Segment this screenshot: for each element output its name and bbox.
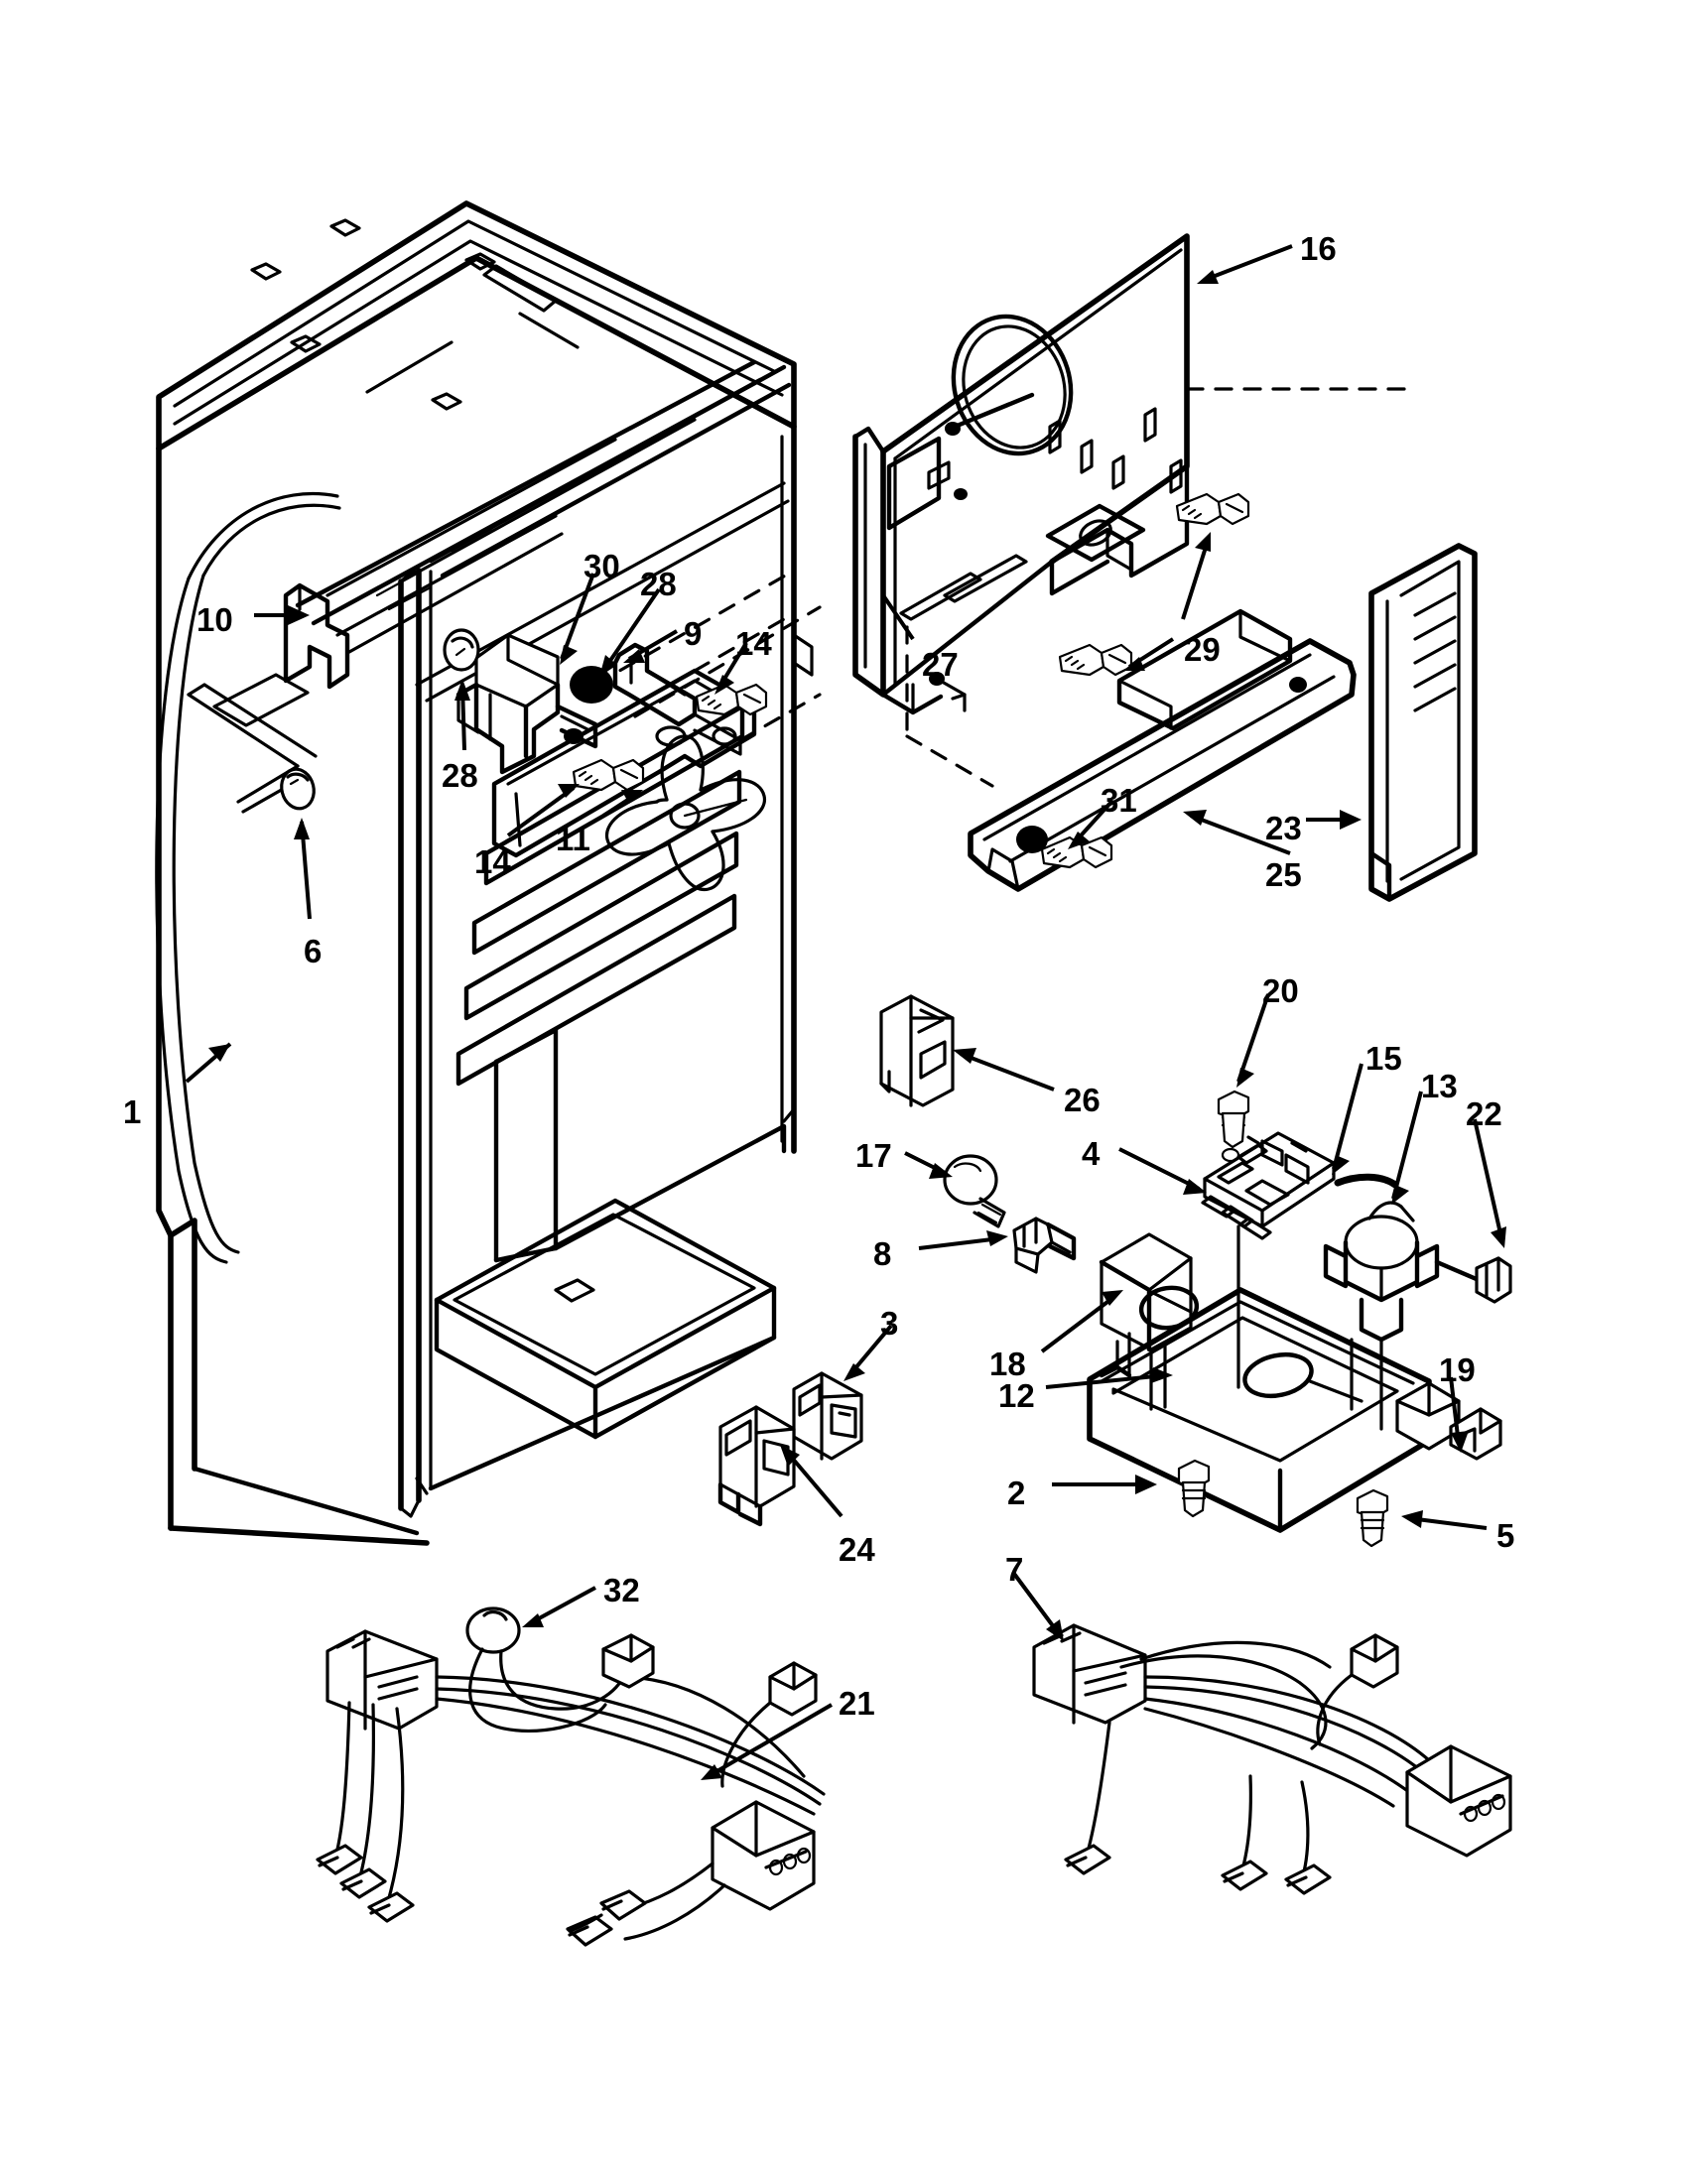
callout-1: 1 — [123, 1093, 142, 1130]
spade-terminals-center — [566, 1862, 726, 1947]
screw-control-board-20 — [1217, 1090, 1250, 1149]
thermostat-assembly — [1323, 1173, 1512, 1343]
light-socket-bracket-8 — [1012, 1217, 1077, 1274]
callout-20: 20 — [1262, 972, 1299, 1009]
callout-32: 32 — [603, 1572, 640, 1608]
callout-29: 29 — [1184, 631, 1221, 668]
callout-12: 12 — [998, 1377, 1035, 1414]
fan-blade — [604, 734, 766, 892]
callout-16: 16 — [1300, 230, 1337, 267]
electronic-control-board-4 — [1201, 1131, 1336, 1240]
callout-25: 25 — [1265, 856, 1302, 893]
callout-11: 11 — [556, 821, 590, 857]
callout-22: 22 — [1466, 1095, 1502, 1132]
grommet-plug-6 — [280, 767, 316, 811]
spade-terminals-right — [1064, 1721, 1332, 1895]
callout-15: 15 — [1365, 1040, 1402, 1077]
screw-motor-mount-14 — [695, 683, 768, 716]
callout-17: 17 — [855, 1137, 892, 1174]
callout-3: 3 — [880, 1305, 899, 1342]
callout-5: 5 — [1496, 1517, 1515, 1554]
screw-panel-mount-29b — [1058, 643, 1133, 677]
motor-grommet-ball — [570, 666, 613, 704]
evaporator-fan-assembly-group — [443, 569, 822, 892]
callout-6: 6 — [304, 933, 323, 969]
callout-9: 9 — [684, 615, 703, 652]
wire-harness-right-group — [1032, 1623, 1512, 1895]
callout-4: 4 — [1082, 1135, 1101, 1172]
grommet-motor-mount-28 — [443, 628, 480, 672]
callout-8: 8 — [873, 1235, 892, 1272]
rear-machine-compartment-panel-group — [852, 233, 1411, 788]
screw-panel-mount-29 — [1175, 492, 1250, 526]
cabinet-liner-shell-group — [155, 200, 814, 1546]
callout-28a: 28 — [640, 566, 677, 602]
callout-23: 23 — [1265, 810, 1302, 846]
screw-drain-pan-2 — [1177, 1459, 1211, 1518]
screw-hex-head-5 — [1356, 1488, 1389, 1548]
callout-7: 7 — [1005, 1551, 1024, 1588]
leader-lines — [185, 244, 1506, 1780]
callout-28b: 28 — [442, 757, 478, 794]
callout-14a: 14 — [735, 625, 772, 662]
callout-19: 19 — [1439, 1351, 1476, 1388]
wire-grommet-32 — [465, 1606, 521, 1654]
drain-pan-tray — [1087, 1224, 1502, 1533]
callout-10: 10 — [196, 601, 233, 638]
terminal-block-connector-3 — [792, 1371, 863, 1461]
compressor-relay-cover-18 — [1099, 1232, 1200, 1352]
callout-26: 26 — [1064, 1082, 1101, 1118]
callout-31: 31 — [1101, 782, 1137, 819]
electrical-cluster-group — [717, 994, 1512, 1548]
capacitor-box-26 — [879, 994, 955, 1107]
wire-harness-left-group — [316, 1606, 826, 1947]
evaporator-fan-motor-30 — [455, 633, 598, 775]
callout-14b: 14 — [474, 843, 511, 880]
callout-2: 2 — [1007, 1475, 1026, 1511]
side-trim-and-base-group — [968, 543, 1478, 902]
relay-block-24 — [717, 1405, 796, 1527]
screw-fan-blade-11 — [572, 758, 645, 792]
light-bulb-17 — [943, 1154, 1006, 1228]
callout-24: 24 — [839, 1531, 875, 1568]
callout-18: 18 — [989, 1346, 1026, 1382]
callout-30: 30 — [584, 548, 620, 584]
callout-27: 27 — [922, 646, 959, 683]
callout-13: 13 — [1421, 1068, 1458, 1104]
mount-tab-plate — [1045, 503, 1146, 563]
callout-21: 21 — [839, 1685, 875, 1722]
spade-terminals-left — [316, 1701, 415, 1923]
